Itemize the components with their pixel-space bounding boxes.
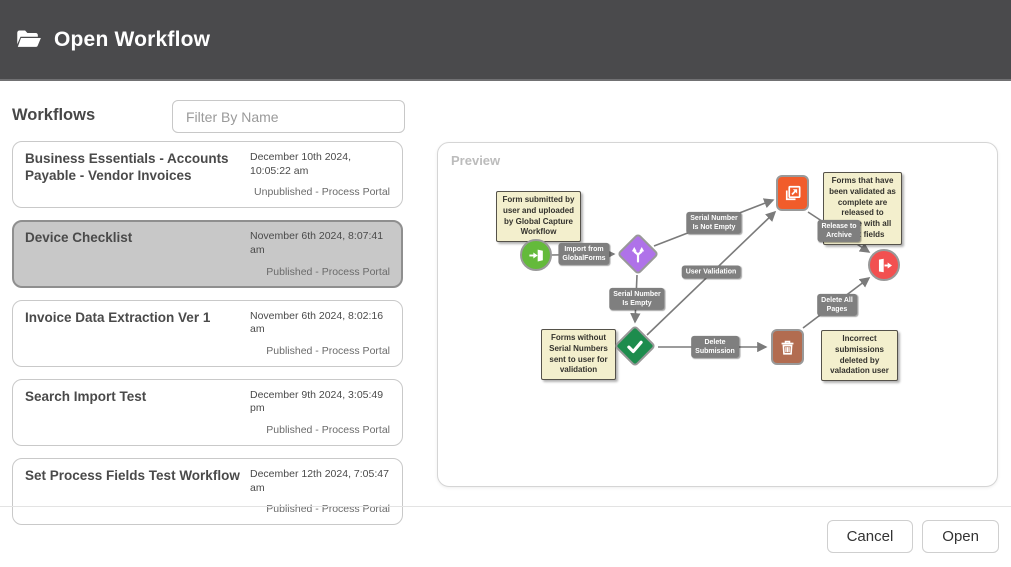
delete-node — [771, 329, 804, 365]
note-forms-without-serial: Forms without Serial Numbers sent to use… — [541, 329, 616, 381]
archive-export-node — [776, 175, 809, 211]
workflow-status: Published - Process Portal — [266, 265, 390, 278]
workflow-name: Search Import Test — [25, 388, 147, 404]
workflow-date: December 10th 2024, 10:05:22 am — [250, 151, 351, 177]
edge-label-release-archive: Release to Archive — [817, 219, 861, 243]
edge-label-delete-submission: Delete Submission — [691, 335, 739, 359]
workflow-name: Business Essentials - Accounts Payable -… — [25, 151, 229, 183]
branch-node — [616, 232, 660, 276]
note-incorrect-submissions: Incorrect submissions deleted by valadat… — [821, 330, 898, 382]
workflow-card-device-checklist[interactable]: Device Checklist November 6th 2024, 8:07… — [12, 220, 403, 288]
workflow-card-set-process-fields[interactable]: Set Process Fields Test Workflow Decembe… — [12, 458, 403, 526]
checkmark-icon — [625, 336, 646, 357]
cancel-button[interactable]: Cancel — [826, 520, 914, 553]
dialog-header: Open Workflow — [0, 0, 1011, 81]
folder-open-icon — [15, 26, 42, 53]
edge-label-import: Import from GlobalForms — [558, 242, 610, 266]
trash-icon — [778, 338, 797, 357]
note-form-submitted: Form submitted by user and uploaded by G… — [496, 191, 581, 243]
edge-label-serial-not-empty: Serial Number Is Not Empty — [686, 211, 742, 235]
workflow-status: Published - Process Portal — [266, 344, 390, 357]
workflow-name: Set Process Fields Test Workflow — [25, 468, 240, 484]
workflow-date: November 6th 2024, 8:02:16 am — [250, 309, 384, 336]
workflow-card-search-import-test[interactable]: Search Import Test December 9th 2024, 3:… — [12, 378, 403, 447]
footer-divider — [0, 506, 1011, 507]
workflow-card-invoice-data-extraction[interactable]: Invoice Data Extraction Ver 1 November 6… — [12, 299, 403, 367]
end-node — [868, 249, 900, 281]
workflow-date: November 6th 2024, 8:07:41 am — [250, 230, 384, 256]
door-exit-icon — [875, 256, 894, 275]
dialog-title: Open Workflow — [54, 27, 211, 51]
workflow-name: Invoice Data Extraction Ver 1 — [25, 309, 211, 325]
workflow-card-business-essentials[interactable]: Business Essentials - Accounts Payable -… — [12, 141, 403, 209]
workflow-status: Unpublished - Process Portal — [254, 186, 390, 199]
edge-label-user-validation: User Validation — [681, 265, 741, 279]
validation-node — [613, 324, 657, 368]
workflow-name: Device Checklist — [25, 230, 133, 246]
preview-label: Preview — [451, 153, 501, 168]
preview-panel: Preview Form submitted by user and uploa… — [437, 142, 998, 487]
door-enter-icon — [527, 246, 546, 265]
import-node — [520, 239, 552, 271]
workflow-date: December 12th 2024, 7:05:47 am — [250, 468, 389, 494]
open-button[interactable]: Open — [922, 520, 999, 553]
edge-label-serial-empty: Serial Number Is Empty — [609, 287, 665, 311]
filter-input[interactable] — [172, 100, 405, 133]
workflow-status: Published - Process Portal — [266, 424, 390, 437]
workflow-list: Business Essentials - Accounts Payable -… — [12, 141, 403, 537]
branch-split-icon — [628, 244, 648, 264]
footer-buttons: Cancel Open — [826, 520, 999, 553]
export-arrow-icon — [783, 183, 803, 203]
workflow-date: December 9th 2024, 3:05:49 pm — [250, 388, 384, 415]
edge-label-delete-all-pages: Delete All Pages — [817, 293, 857, 317]
workflows-heading: Workflows — [12, 106, 96, 124]
